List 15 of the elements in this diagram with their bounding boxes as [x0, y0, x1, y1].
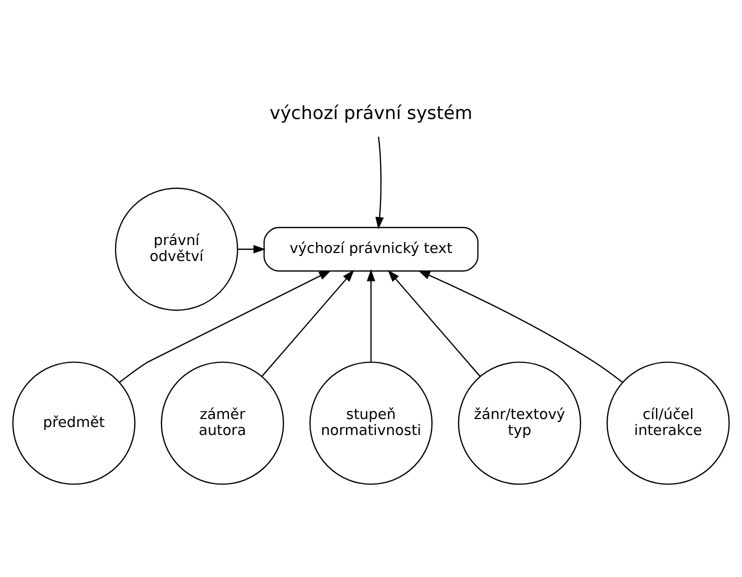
arrow — [418, 270, 623, 383]
node-circle: právní odvětví — [114, 188, 238, 311]
arrow — [119, 270, 332, 383]
arrow — [375, 136, 384, 230]
arrow — [261, 270, 354, 377]
arrow — [238, 245, 266, 254]
node-circle: cíl/účel interakce — [606, 362, 730, 485]
node-circle: předmět — [12, 362, 136, 485]
arrow — [366, 269, 376, 362]
arrow — [388, 270, 481, 377]
node-circle: stupeň normativnosti — [309, 362, 433, 485]
node-circle: žánr/textový typ — [458, 362, 582, 485]
node-box: výchozí právnický text — [264, 226, 478, 272]
node-circle: záměr autora — [160, 362, 284, 485]
node-text: výchozí právní systém — [270, 102, 472, 124]
